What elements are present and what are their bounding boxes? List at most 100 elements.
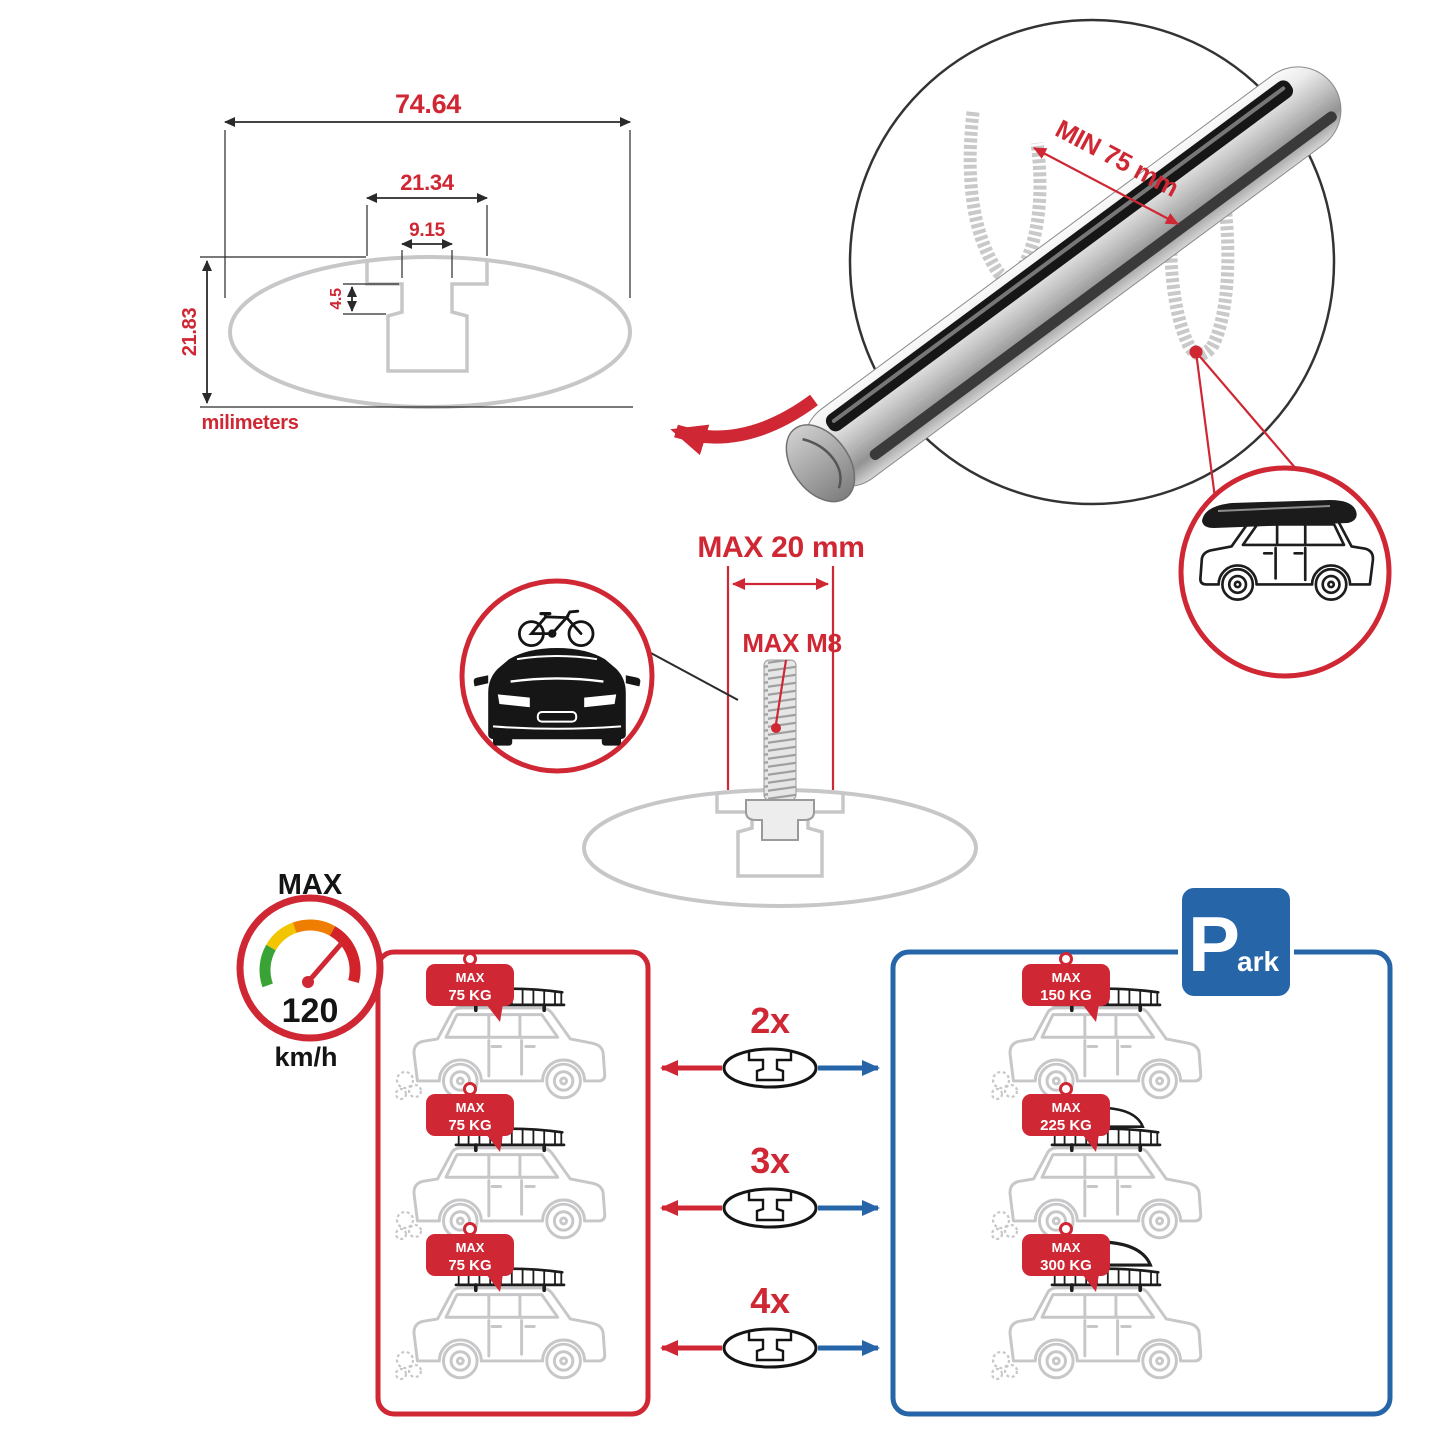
right-wheel bbox=[601, 736, 621, 746]
tag-body bbox=[1022, 1094, 1110, 1136]
u-bolt-clamp bbox=[963, 111, 1047, 285]
parking-letter: P bbox=[1188, 900, 1240, 988]
tag-body bbox=[1022, 964, 1110, 1006]
crossbar-count-option-1: 2x bbox=[660, 1000, 880, 1089]
tag-handle bbox=[463, 1222, 477, 1236]
gauge-arc bbox=[259, 919, 361, 988]
car-front-with-bike bbox=[473, 609, 641, 746]
right-panel-car-row-2: MAX 225 KG bbox=[990, 1082, 1203, 1241]
roofbox-car-callout bbox=[1178, 465, 1392, 679]
max-load-tag: MAX 75 KG bbox=[426, 952, 514, 1022]
tag-weight-label: 75 KG bbox=[448, 987, 491, 1004]
tag-tail bbox=[1082, 1274, 1099, 1292]
tag-handle bbox=[463, 952, 477, 966]
max-load-tag: MAX 300 KG bbox=[1022, 1222, 1110, 1292]
left-panel-car-row-1: MAX 75 KG bbox=[394, 952, 607, 1101]
speed-value: 120 bbox=[282, 992, 339, 1030]
zoom-arrow bbox=[670, 394, 818, 456]
parking-suffix: ark bbox=[1237, 946, 1279, 977]
bar-profile-ellipse bbox=[228, 255, 632, 409]
units-label: milimeters bbox=[201, 412, 298, 434]
tag-max-label: MAX bbox=[1052, 970, 1081, 985]
roof-box-highlight bbox=[1217, 505, 1331, 512]
crossbar-cross-section-icon bbox=[722, 1327, 818, 1369]
max-load-tag: MAX 225 KG bbox=[1022, 1082, 1110, 1152]
left-panel-car-row-2: MAX 75 KG bbox=[394, 1082, 607, 1241]
speed-limit-badge: MAX 120 km/h bbox=[236, 869, 384, 1072]
section-cross-section-dimensions: 74.64 21.34 9.15 4.5 21.83 milimeters bbox=[179, 89, 818, 456]
crossbar-count-option-2: 3x bbox=[660, 1140, 880, 1229]
t-slot-profile bbox=[365, 261, 489, 373]
u-bolt-clamp bbox=[1164, 185, 1235, 361]
tag-handle bbox=[1059, 1082, 1073, 1096]
multiplier-label: 4x bbox=[750, 1280, 790, 1321]
thread-leader-dot bbox=[771, 723, 781, 733]
tag-weight-label: 300 KG bbox=[1040, 1257, 1092, 1274]
car-front-silhouette bbox=[488, 648, 626, 740]
bolt-max-thread-label: MAX M8 bbox=[742, 628, 841, 658]
tag-weight-label: 75 KG bbox=[448, 1257, 491, 1274]
right-panel-car-row-1: MAX 150 KG bbox=[990, 952, 1203, 1101]
tag-tail bbox=[486, 1004, 503, 1022]
speedometer-icon bbox=[236, 894, 384, 1042]
tag-body bbox=[426, 964, 514, 1006]
callout-dot bbox=[1189, 345, 1203, 359]
parking-sign: P ark bbox=[1178, 884, 1294, 1000]
tag-max-label: MAX bbox=[456, 970, 485, 985]
bar-end-face bbox=[785, 424, 856, 503]
section-bolt-spec: MAX 20 mm MAX M8 bbox=[459, 531, 978, 908]
thread-leader-line bbox=[774, 659, 788, 725]
right-mirror bbox=[625, 675, 641, 687]
crossbar-cross-section-icon bbox=[722, 1047, 818, 1089]
dim-total-height-label: 21.83 bbox=[179, 308, 201, 357]
tag-tail bbox=[486, 1274, 503, 1292]
left-headlight bbox=[497, 694, 530, 708]
windshield-base bbox=[510, 677, 604, 683]
callout-line bbox=[1194, 351, 1217, 499]
tag-handle bbox=[463, 1082, 477, 1096]
left-wheel bbox=[493, 736, 513, 746]
t-slot-nut-plate bbox=[745, 799, 815, 841]
tag-tail bbox=[1082, 1004, 1099, 1022]
max-load-tag: MAX 150 KG bbox=[1022, 952, 1110, 1022]
tag-body bbox=[426, 1094, 514, 1136]
crossbar-cross-section-icon bbox=[722, 1187, 818, 1229]
callout-line bbox=[648, 651, 739, 701]
callout-line bbox=[1195, 351, 1298, 471]
tag-weight-label: 150 KG bbox=[1040, 987, 1092, 1004]
bumper-line bbox=[492, 725, 622, 730]
crossbar-count-option-3: 4x bbox=[660, 1280, 880, 1369]
dim-step-depth-label: 4.5 bbox=[328, 288, 345, 310]
section-load-comparison: MAX 120 km/h P ark bbox=[236, 869, 1393, 1417]
tag-weight-label: 75 KG bbox=[448, 1117, 491, 1134]
max-load-tag: MAX 75 KG bbox=[426, 1082, 514, 1152]
dim-opening-width-label: 21.34 bbox=[400, 170, 455, 195]
tag-tail bbox=[486, 1134, 503, 1152]
end-face-contour bbox=[802, 437, 842, 489]
multiplier-label: 2x bbox=[750, 1000, 790, 1041]
bicycle bbox=[517, 609, 595, 647]
left-mirror bbox=[473, 675, 489, 687]
gauge-pivot bbox=[302, 976, 314, 988]
tag-max-label: MAX bbox=[456, 1240, 485, 1255]
section-bar-closeup: MIN 75 mm bbox=[785, 18, 1392, 679]
right-panel-car-row-3: MAX 300 KG bbox=[990, 1222, 1203, 1381]
dim-total-width-label: 74.64 bbox=[395, 89, 461, 119]
bike-rack-callout bbox=[459, 578, 739, 774]
parking-sign-board bbox=[1178, 884, 1294, 1000]
left-panel-car-row-3: MAX 75 KG bbox=[394, 1222, 607, 1381]
tag-body bbox=[426, 1234, 514, 1276]
tag-weight-label: 225 KG bbox=[1040, 1117, 1092, 1134]
tag-body bbox=[1022, 1234, 1110, 1276]
roof-line bbox=[516, 655, 598, 661]
tag-handle bbox=[1059, 1222, 1073, 1236]
multiplier-label: 3x bbox=[750, 1140, 790, 1181]
speed-units: km/h bbox=[274, 1042, 337, 1072]
tag-handle bbox=[1059, 952, 1073, 966]
tag-max-label: MAX bbox=[456, 1100, 485, 1115]
tag-tail bbox=[1082, 1134, 1099, 1152]
clamp-span-arrow bbox=[1033, 147, 1179, 225]
channel-strip-bottom bbox=[869, 111, 1337, 460]
